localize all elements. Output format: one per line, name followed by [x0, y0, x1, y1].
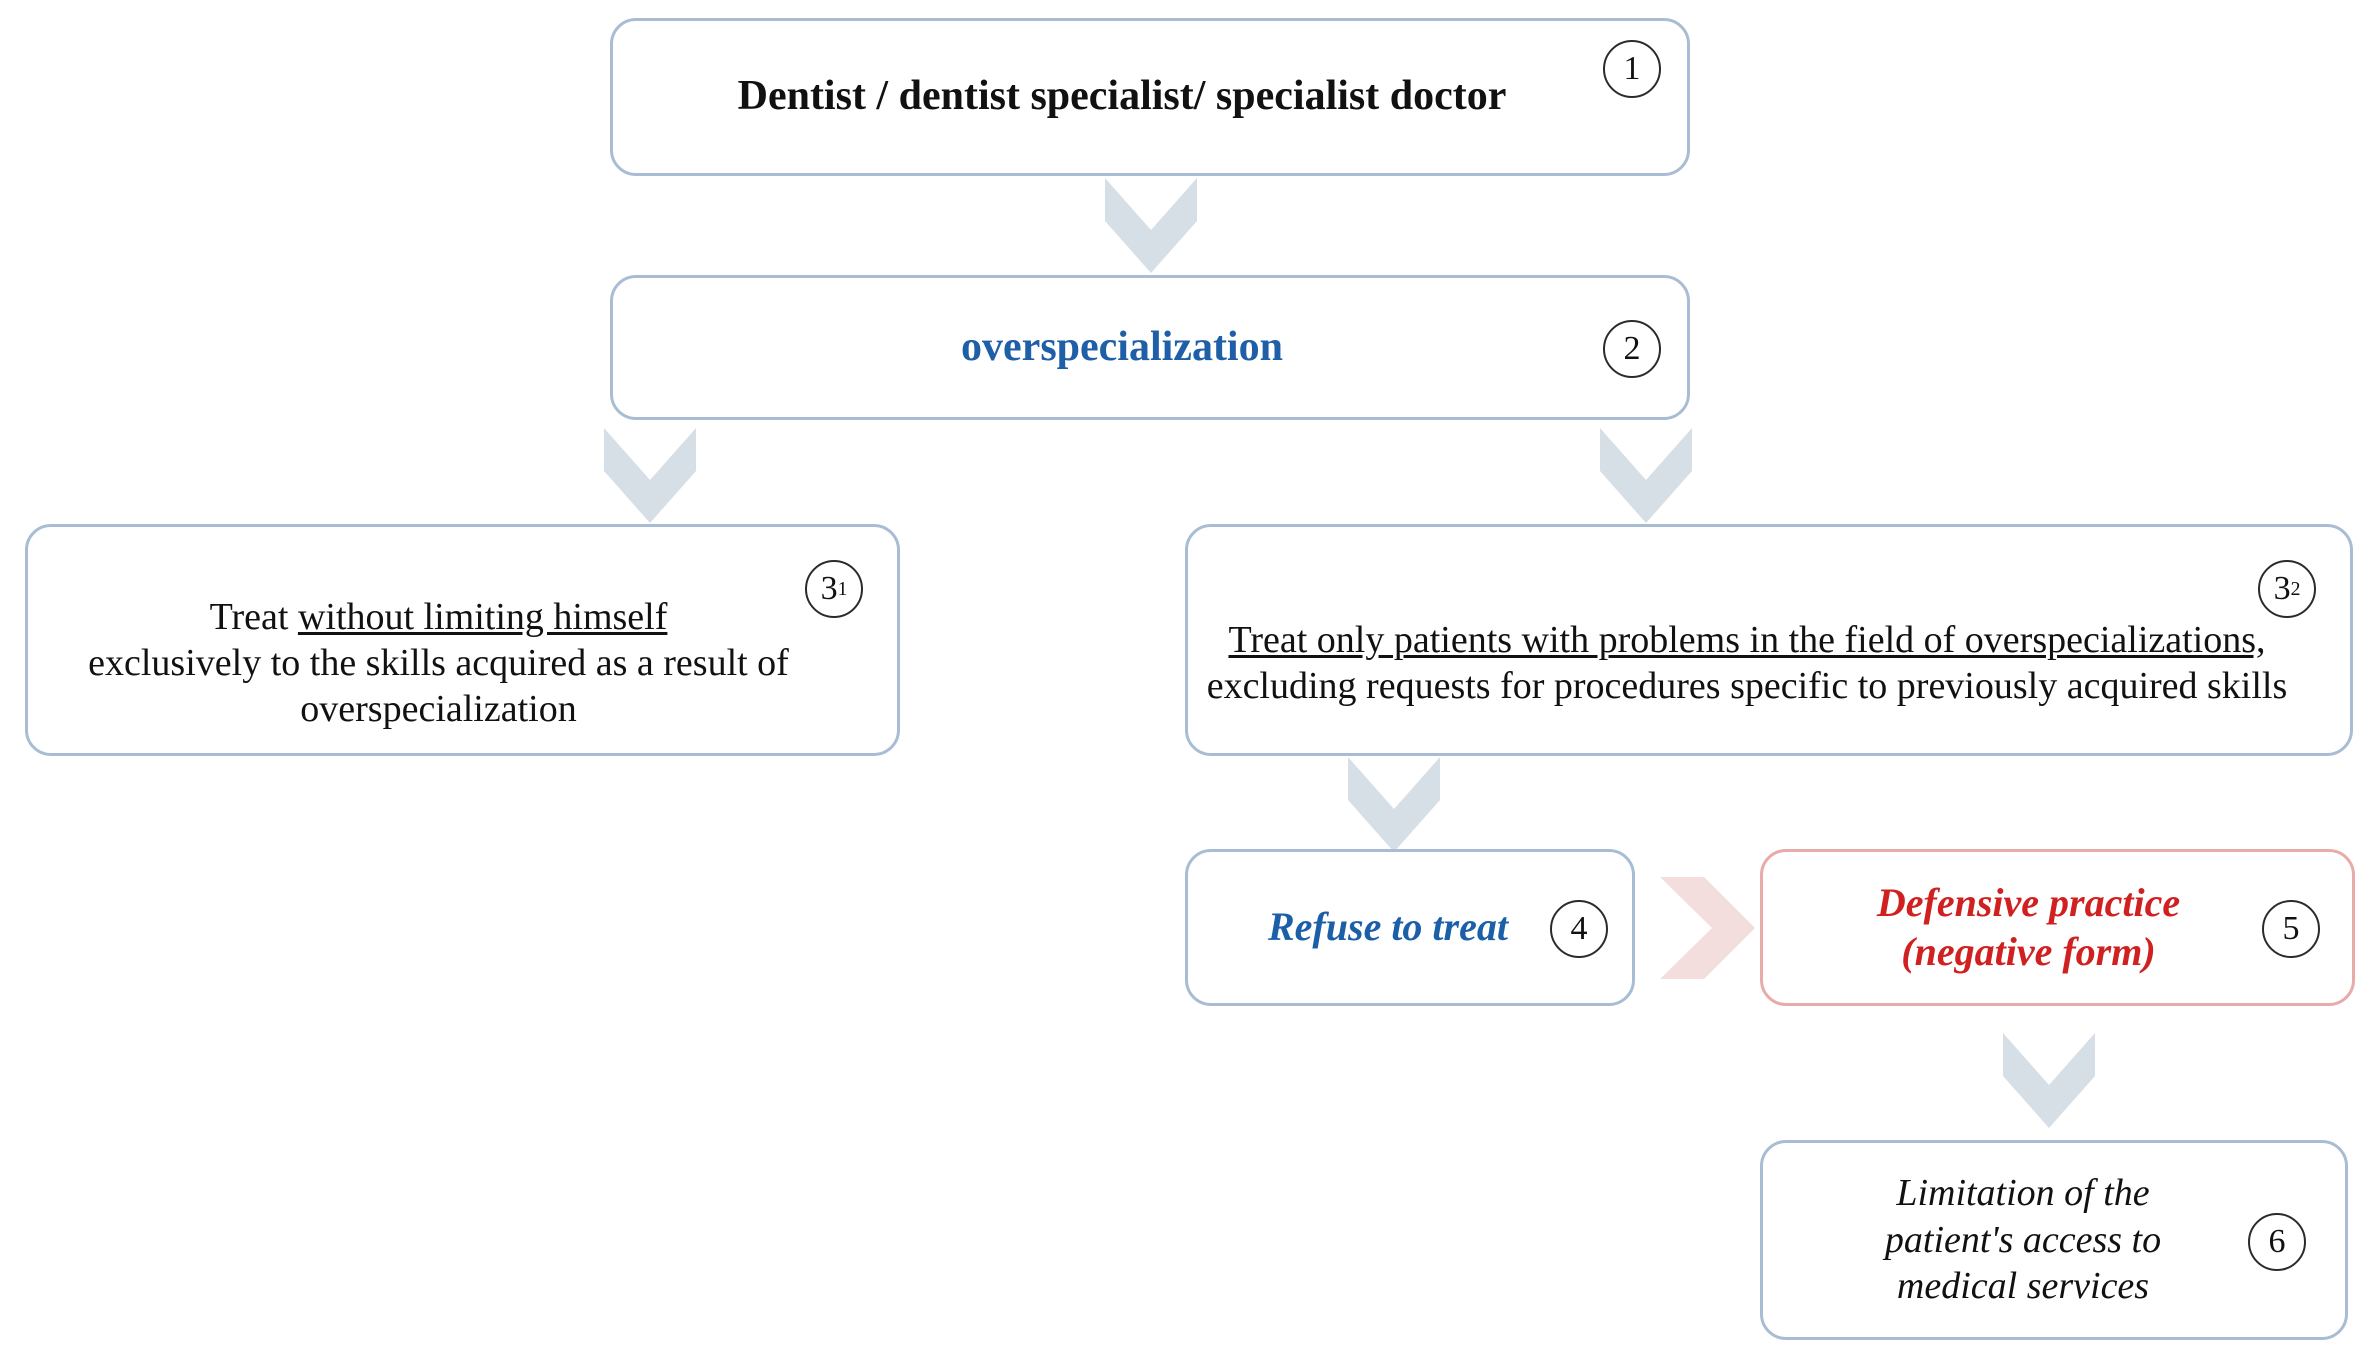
- node-3-1-treat-without-limiting[interactable]: Treat without limiting himself exclusive…: [25, 524, 900, 756]
- node-1-badge: 1: [1603, 40, 1661, 98]
- node-5-badge-number: 5: [2282, 910, 2300, 947]
- node-6-badge-number: 6: [2268, 1223, 2286, 1260]
- node-3-1-badge-number: 3: [820, 570, 838, 607]
- node-4-badge: 4: [1550, 900, 1608, 958]
- node-3-2-badge-number: 3: [2273, 570, 2291, 607]
- arrow-4-to-5-icon: [1660, 877, 1755, 979]
- arrow-5-to-6-icon: [2003, 1033, 2095, 1128]
- node-5-badge: 5: [2262, 900, 2320, 958]
- node-3-1-label: Treat without limiting himself exclusive…: [28, 547, 897, 732]
- node-3-2-treat-only-field-patients[interactable]: Treat only patients with problems in the…: [1185, 524, 2353, 756]
- node-2-overspecialization[interactable]: overspecialization: [610, 275, 1690, 420]
- node-5-defensive-practice[interactable]: Defensive practice (negative form): [1760, 849, 2355, 1006]
- node-4-label: Refuse to treat: [1268, 904, 1508, 950]
- node-1-dentist-specialist[interactable]: Dentist / dentist specialist/ specialist…: [610, 18, 1690, 176]
- node-3-2-label: Treat only patients with problems in the…: [1188, 570, 2350, 709]
- node-2-badge: 2: [1603, 320, 1661, 378]
- node-6-label: Limitation of the patient's access to me…: [1884, 1172, 2162, 1308]
- node-6-badge: 6: [2248, 1213, 2306, 1271]
- arrow-2-to-3-2-icon: [1600, 428, 1692, 523]
- node-4-badge-number: 4: [1570, 910, 1588, 947]
- node-1-badge-number: 1: [1623, 50, 1641, 87]
- node-3-2-text-underlined: Treat only patients with problems in the…: [1228, 618, 2266, 661]
- node-2-label: overspecialization: [961, 323, 1283, 370]
- node-3-2-text-rest: excluding requests for procedures specif…: [1206, 665, 2288, 708]
- arrow-1-to-2-icon: [1105, 178, 1197, 273]
- arrow-3-2-to-4-icon: [1348, 757, 1440, 852]
- node-5-label: Defensive practice (negative form): [1876, 879, 2181, 974]
- arrow-2-to-3-1-icon: [604, 428, 696, 523]
- node-3-1-text-rest: exclusively to the skills acquired as a …: [88, 642, 789, 731]
- node-3-1-text-prefix: Treat: [209, 595, 298, 638]
- node-1-label: Dentist / dentist specialist/ specialist…: [737, 73, 1507, 120]
- node-2-badge-number: 2: [1623, 330, 1641, 367]
- node-3-1-text-underlined: without limiting himself: [297, 595, 668, 638]
